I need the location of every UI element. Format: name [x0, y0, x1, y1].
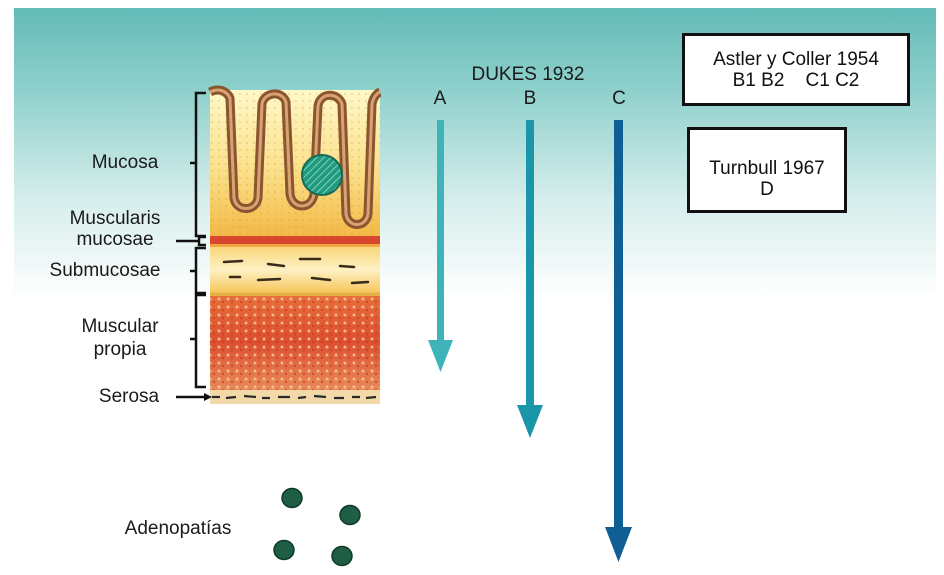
arrow-c	[605, 120, 632, 562]
muscularis-mucosae-layer	[210, 236, 380, 244]
label-muscular-line1: Muscular	[60, 316, 180, 338]
muscularis-bracket	[199, 237, 206, 245]
astler-stages: B1 B2 C1 C2	[685, 70, 907, 91]
label-mucosa: Mucosa	[80, 152, 170, 174]
lymph-nodes	[274, 489, 360, 566]
label-muscular-line2: propia	[60, 339, 180, 361]
lymph-node-icon	[274, 541, 294, 560]
label-muscularis-line1: Muscularis	[50, 208, 180, 230]
muscular-propia-texture	[210, 293, 380, 390]
label-muscularis-line2: mucosae	[50, 229, 180, 251]
arrow-a	[428, 120, 453, 372]
propia-top-edge	[210, 292, 380, 296]
lymph-node-icon	[332, 547, 352, 566]
tumor-icon	[302, 155, 342, 195]
lymph-node-icon	[282, 489, 302, 508]
label-adenopatias: Adenopatías	[108, 518, 248, 540]
submucosae-layer	[210, 247, 380, 293]
mucosa-bracket	[196, 93, 206, 236]
label-submucosae: Submucosae	[30, 260, 180, 282]
lymph-node-icon	[340, 506, 360, 525]
colon-wall-section	[210, 90, 380, 404]
turnbull-stage: D	[690, 179, 844, 200]
turnbull-title: Turnbull 1967	[690, 158, 844, 179]
layer-brackets	[176, 93, 206, 397]
dukes-stage-c: C	[609, 88, 629, 110]
astler-coller-box: Astler y Coller 1954 B1 B2 C1 C2	[682, 33, 910, 106]
turnbull-box: Turnbull 1967 D	[687, 127, 847, 213]
muscularis-mucosae-edge	[210, 244, 380, 247]
dukes-title: DUKES 1932	[448, 64, 608, 86]
label-serosa: Serosa	[84, 386, 174, 408]
astler-title: Astler y Coller 1954	[685, 49, 907, 70]
dukes-stage-a: A	[430, 88, 450, 110]
propia-bracket	[196, 295, 206, 387]
submucosae-bracket	[196, 248, 206, 293]
dukes-stage-b: B	[520, 88, 540, 110]
arrow-b	[517, 120, 543, 438]
